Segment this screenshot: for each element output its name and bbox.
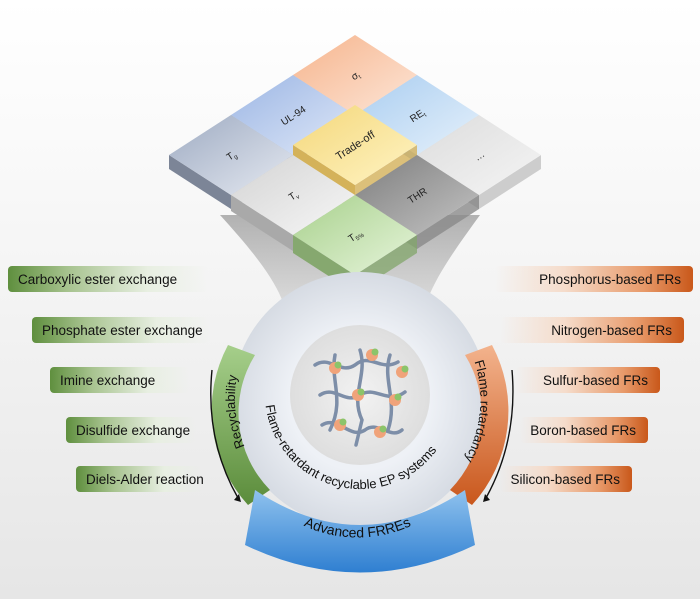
tile-label: σt: [350, 69, 363, 84]
crosslink-node-cap: [339, 418, 347, 426]
tile-face: [293, 105, 417, 185]
recycle-mechanism-item: Imine exchange: [50, 367, 190, 393]
right-curved-arrow: [485, 369, 514, 499]
tile-side: [169, 155, 231, 209]
tile-side: [417, 195, 479, 249]
tile-label: T5%: [347, 227, 366, 245]
tile-label: Tv: [287, 189, 301, 204]
item-label: Imine exchange: [60, 372, 156, 388]
item-label: Disulfide exchange: [76, 422, 191, 438]
item-label: Carboxylic ester exchange: [18, 271, 178, 287]
advanced-frres-arc: [245, 490, 475, 573]
flame-retardant-item: Sulfur-based FRs: [515, 367, 660, 393]
tile-face: [293, 195, 417, 275]
flame-retardant-item: Boron-based FRs: [520, 417, 648, 443]
tile-side: [479, 155, 541, 209]
recycle-mechanism-item: Carboxylic ester exchange: [8, 266, 208, 292]
recyclability-arc: [211, 345, 270, 505]
tile-label: Tg: [225, 149, 239, 164]
left-curved-arrow: [210, 369, 239, 499]
crosslink-node-cap: [394, 393, 402, 401]
item-label: Boron-based FRs: [530, 422, 636, 438]
flame-retardant-item: Phosphorus-based FRs: [495, 266, 693, 292]
crosslink-node-cap: [334, 361, 342, 369]
item-label: Sulfur-based FRs: [542, 372, 648, 388]
item-label: Silicon-based FRs: [510, 471, 620, 487]
tile-side: [231, 195, 293, 251]
ring-diagram: Flame-retardant recyclable EP systems Re…: [211, 272, 509, 573]
crosslink-nodes: [329, 348, 409, 438]
crosslink-node-cap: [379, 425, 387, 433]
crosslink-node-cap: [357, 388, 365, 396]
crosslink-node-cap: [401, 365, 409, 373]
recycle-mechanism-item: Disulfide exchange: [66, 417, 196, 443]
recycle-mechanism-item: Phosphate ester exchange: [32, 317, 210, 343]
item-label: Phosphorus-based FRs: [539, 271, 681, 287]
recycle-mechanism-item: Diels-Alder reaction: [76, 466, 204, 492]
item-label: Diels-Alder reaction: [86, 471, 204, 487]
flame-retardant-item: Nitrogen-based FRs: [500, 317, 684, 343]
flame-retardant-item: Silicon-based FRs: [500, 466, 632, 492]
item-label: Phosphate ester exchange: [42, 322, 203, 338]
crosslink-node-cap: [371, 348, 379, 356]
item-label: Nitrogen-based FRs: [551, 322, 672, 338]
flame-retardancy-arc: [450, 345, 509, 505]
left-arrowhead-icon: [234, 494, 241, 502]
right-arrowhead-icon: [483, 494, 490, 502]
